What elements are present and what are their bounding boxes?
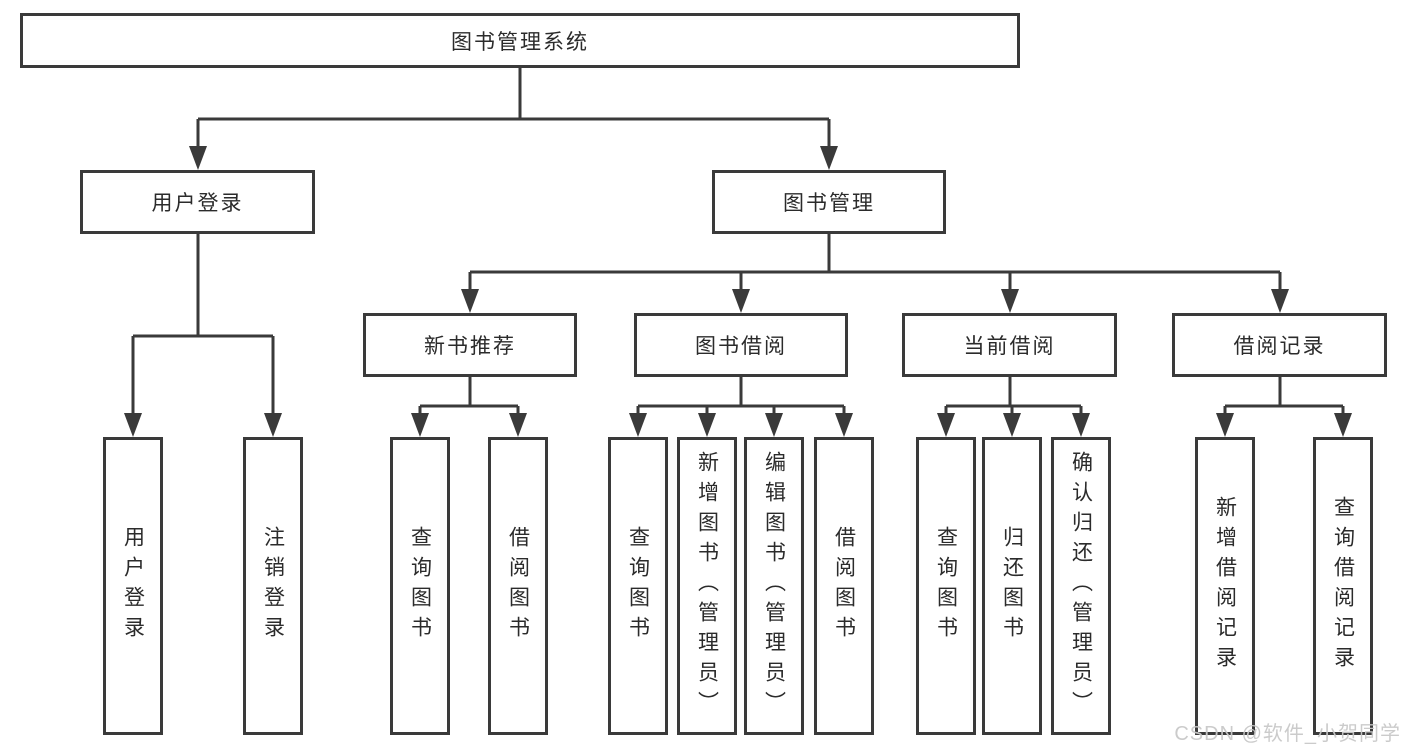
leaf-borrowing-edit-books-admin: 编辑图书（管理员） [744, 437, 804, 735]
node-library-management-system: 图书管理系统 [20, 13, 1020, 68]
node-book-borrowing-label: 图书借阅 [695, 335, 787, 358]
node-user-login-label: 用户登录 [151, 192, 244, 215]
leaf-borrowing-add-books-admin: 新增图书（管理员） [677, 437, 737, 735]
leaf-records-query-record: 查询借阅记录 [1313, 437, 1373, 735]
node-book-borrowing: 图书借阅 [634, 313, 848, 377]
connector-book-borrowing-branch [629, 377, 853, 437]
leaf-current-confirm-return-admin-label: 确认归还（管理员） [1069, 451, 1093, 721]
node-library-management-system-label: 图书管理系统 [451, 30, 589, 54]
connector-current-borrowing-branch [937, 377, 1090, 437]
leaf-current-confirm-return-admin: 确认归还（管理员） [1051, 437, 1111, 735]
leaf-recommend-borrow-books-label: 借阅图书 [506, 526, 530, 646]
connector-root-to-level2 [189, 68, 838, 170]
leaf-current-return-books: 归还图书 [982, 437, 1042, 735]
leaf-records-query-record-label: 查询借阅记录 [1331, 496, 1355, 676]
node-new-book-recommend-label: 新书推荐 [424, 335, 516, 358]
leaf-current-query-books: 查询图书 [916, 437, 976, 735]
leaf-user-login: 用户登录 [103, 437, 163, 735]
leaf-borrowing-borrow-books: 借阅图书 [814, 437, 874, 735]
leaf-records-add-record: 新增借阅记录 [1195, 437, 1255, 735]
connector-new-book-recommend-branch [411, 377, 527, 437]
leaf-logout: 注销登录 [243, 437, 303, 735]
leaf-current-query-books-label: 查询图书 [934, 526, 958, 646]
leaf-borrowing-query-books-label: 查询图书 [626, 526, 650, 646]
node-user-login: 用户登录 [80, 170, 315, 234]
node-book-management-label: 图书管理 [783, 192, 875, 215]
leaf-current-return-books-label: 归还图书 [1000, 526, 1024, 646]
leaf-borrowing-borrow-books-label: 借阅图书 [832, 526, 856, 646]
leaf-records-add-record-label: 新增借阅记录 [1213, 496, 1237, 676]
node-current-borrowing: 当前借阅 [902, 313, 1117, 377]
leaf-borrowing-add-books-admin-label: 新增图书（管理员） [695, 451, 719, 721]
node-borrowing-records: 借阅记录 [1172, 313, 1387, 377]
watermark: CSDN @软件_小贺同学 [1174, 723, 1401, 745]
node-borrowing-records-label: 借阅记录 [1233, 335, 1326, 358]
leaf-logout-label: 注销登录 [261, 526, 285, 646]
leaf-user-login-label: 用户登录 [121, 526, 145, 646]
connector-user-login-branch [124, 234, 282, 437]
leaf-recommend-query-books-label: 查询图书 [408, 526, 432, 646]
leaf-recommend-borrow-books: 借阅图书 [488, 437, 548, 735]
leaf-borrowing-query-books: 查询图书 [608, 437, 668, 735]
connector-book-management-branch [461, 234, 1289, 313]
node-book-management: 图书管理 [712, 170, 946, 234]
node-new-book-recommend: 新书推荐 [363, 313, 577, 377]
connector-borrowing-records-branch [1216, 377, 1352, 437]
node-current-borrowing-label: 当前借阅 [963, 335, 1056, 358]
leaf-borrowing-edit-books-admin-label: 编辑图书（管理员） [762, 451, 786, 721]
leaf-recommend-query-books: 查询图书 [390, 437, 450, 735]
